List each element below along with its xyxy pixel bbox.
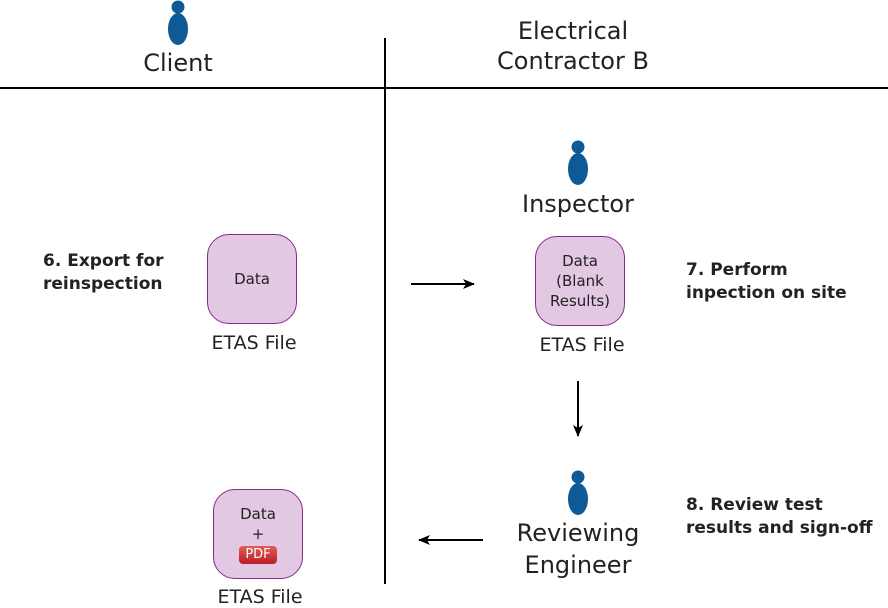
inspector-file-box: Data (Blank Results): [535, 236, 625, 326]
inspector-file-caption: ETAS File: [539, 334, 625, 356]
final-file-box: Data + PDF: [213, 489, 303, 579]
client-export-file-box: Data: [207, 234, 297, 324]
inspector-file-line1: Data: [562, 252, 598, 270]
step6-line2: reinspection: [43, 274, 163, 294]
inspector-person-icon: [568, 140, 588, 185]
contractor-lane-title: Electrical Contractor B: [473, 16, 673, 76]
client-person-icon: [168, 0, 188, 45]
final-file-caption: ETAS File: [217, 586, 303, 608]
inspector-role-label: Inspector: [522, 190, 634, 218]
step7-label: 7. Perform inpection on site: [686, 259, 847, 305]
client-export-file-caption: ETAS File: [211, 332, 297, 354]
step7-line1: 7. Perform: [686, 260, 788, 280]
client-lane-title: Client: [118, 48, 238, 78]
step8-label: 8. Review test results and sign-off: [686, 494, 873, 540]
step7-line2: inpection on site: [686, 283, 847, 303]
inspector-role-title: Inspector: [498, 188, 658, 220]
contractor-lane-label-line1: Electrical: [517, 17, 629, 45]
step6-label: 6. Export for reinspection: [43, 250, 164, 296]
step8-line1: 8. Review test: [686, 495, 823, 515]
final-file-line1: Data: [240, 505, 276, 523]
client-export-file-content: Data: [234, 270, 270, 288]
reviewer-role-label-line1: Reviewing: [516, 519, 640, 547]
client-lane-label: Client: [143, 49, 213, 77]
contractor-lane-label-line2: Contractor B: [497, 47, 649, 75]
reviewer-role-title: Reviewing Engineer: [488, 517, 668, 581]
reviewer-person-icon: [568, 470, 588, 515]
final-file-line2: +: [251, 525, 265, 543]
inspector-file-line2: (Blank: [556, 272, 604, 290]
step8-line2: results and sign-off: [686, 518, 873, 538]
inspector-file-line3: Results): [549, 292, 610, 310]
step6-line1: 6. Export for: [43, 251, 164, 271]
reviewer-role-label-line2: Engineer: [524, 551, 632, 579]
pdf-badge: PDF: [239, 546, 277, 564]
